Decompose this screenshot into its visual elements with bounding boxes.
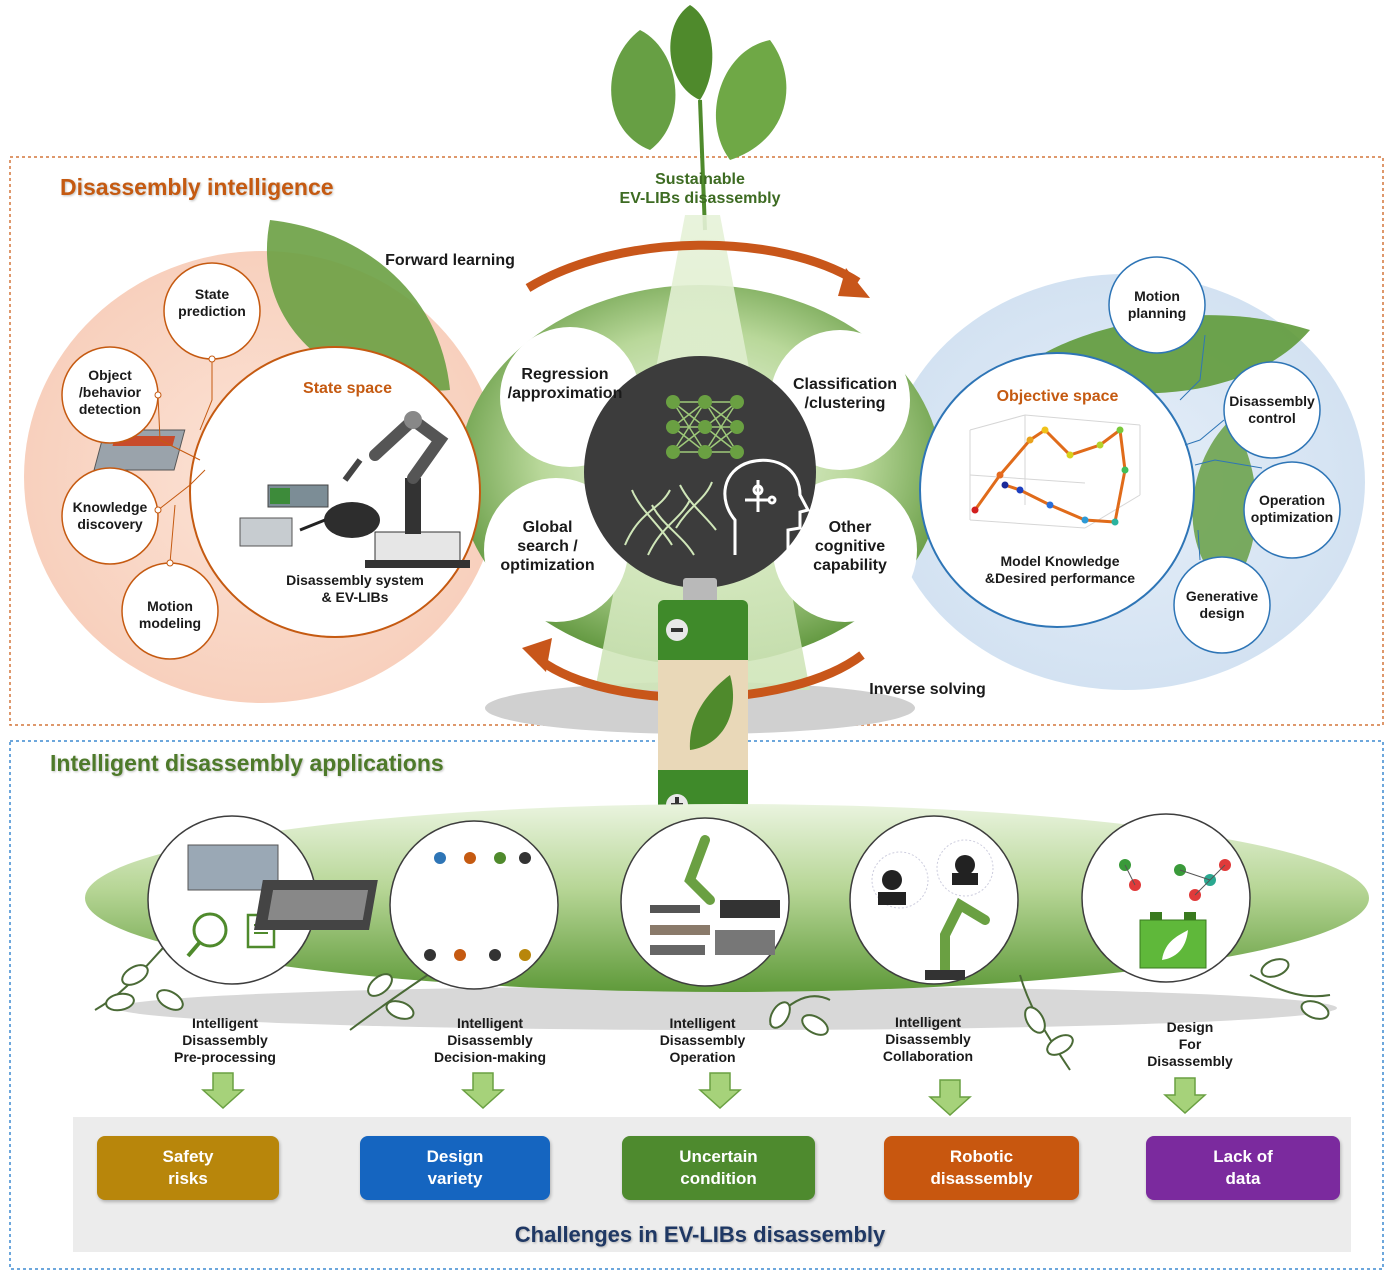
challenge-robotic-disassembly: Robotic disassembly: [884, 1136, 1079, 1200]
petal-classification-label: Classification /clustering: [792, 376, 898, 413]
node-motion-planning: [1108, 256, 1206, 354]
petal-global-search-label: Global search / optimization: [500, 519, 595, 575]
node-motion-planning-label: Motion planning: [1127, 288, 1187, 321]
operation-icon: [650, 835, 780, 955]
state-connectors: [157, 359, 213, 564]
design-for-disassembly-icon: [1119, 859, 1231, 969]
down-arrow-4: [928, 1079, 972, 1117]
sustainable-label: Sustainable EV-LIBs disassembly: [619, 171, 781, 208]
battery-icon: [658, 578, 748, 835]
app-label-collaboration: Intelligent Disassembly Collaboration: [882, 1014, 974, 1064]
objective-connectors: [1179, 334, 1263, 561]
node-operation-optimization-label: Operation optimization: [1250, 492, 1334, 525]
down-arrow-5: [1163, 1077, 1207, 1115]
objective-plot-icon: [969, 414, 1141, 529]
challenges-title: Challenges in EV-LIBs disassembly: [514, 1222, 886, 1247]
intelligence-frame: [9, 156, 1384, 726]
node-disassembly-control-label: Disassembly control: [1229, 393, 1315, 426]
node-knowledge-discovery-label: Knowledge discovery: [72, 499, 148, 532]
app-circle-collaboration: [849, 815, 1019, 985]
collaboration-icon: [871, 839, 994, 980]
app-circle-decision: [389, 820, 559, 990]
petal-other: [773, 478, 917, 622]
app-label-preprocessing: Intelligent Disassembly Pre-processing: [174, 1015, 276, 1065]
robot-arm-illustration: [299, 411, 470, 568]
state-space-title: State space: [303, 380, 392, 397]
forward-arrow: [525, 240, 861, 292]
applications-title: Intelligent disassembly applications: [50, 750, 444, 776]
challenge-uncertain-condition: Uncertain condition: [622, 1136, 815, 1200]
node-object-detection-label: Object /behavior detection: [78, 367, 142, 417]
brain-head-icon: [723, 458, 811, 555]
app-label-operation: Intelligent Disassembly Operation: [659, 1015, 746, 1065]
decision-making-icon: [254, 852, 531, 961]
down-arrow-2: [461, 1072, 505, 1110]
intelligence-title: Disassembly intelligence: [60, 174, 334, 200]
challenge-safety-risks: Safety risks: [97, 1136, 279, 1200]
node-operation-optimization: [1243, 461, 1341, 559]
state-space-caption: Disassembly system & EV-LIBs: [286, 572, 424, 605]
node-knowledge-discovery: [61, 467, 159, 565]
dna-icon: [624, 481, 717, 556]
challenge-lack-of-data: Lack of data: [1146, 1136, 1340, 1200]
objective-space-circle: [919, 352, 1195, 628]
node-disassembly-control: [1223, 361, 1321, 459]
vine-decorations: [94, 929, 1331, 1071]
node-generative-design: [1173, 556, 1271, 654]
down-arrow-3: [698, 1072, 742, 1110]
inverse-solving-label: Inverse solving: [869, 681, 986, 698]
node-motion-modeling-label: Motion modeling: [138, 598, 202, 631]
preprocessing-icon: [186, 844, 279, 958]
objective-space-title: Objective space: [996, 388, 1119, 405]
down-arrow-1: [201, 1072, 245, 1110]
app-circle-dfd: [1081, 813, 1251, 983]
app-label-dfd: Design For Disassembly: [1147, 1019, 1233, 1069]
forward-learning-label: Forward learning: [385, 252, 515, 269]
ai-core: [584, 356, 816, 588]
app-label-decision: Intelligent Disassembly Decision-making: [433, 1015, 547, 1065]
petal-regression-label: Regression /approximation: [507, 366, 623, 403]
node-generative-design-label: Generative design: [1185, 588, 1259, 621]
challenge-design-variety: Design variety: [360, 1136, 550, 1200]
down-arrows: [201, 1072, 1207, 1117]
petal-other-label: Other cognitive capability: [813, 519, 887, 575]
node-state-prediction-label: State prediction: [178, 286, 246, 319]
top-leaves-icon: [611, 5, 787, 231]
objective-space-caption: Model Knowledge &Desired performance: [984, 553, 1136, 586]
